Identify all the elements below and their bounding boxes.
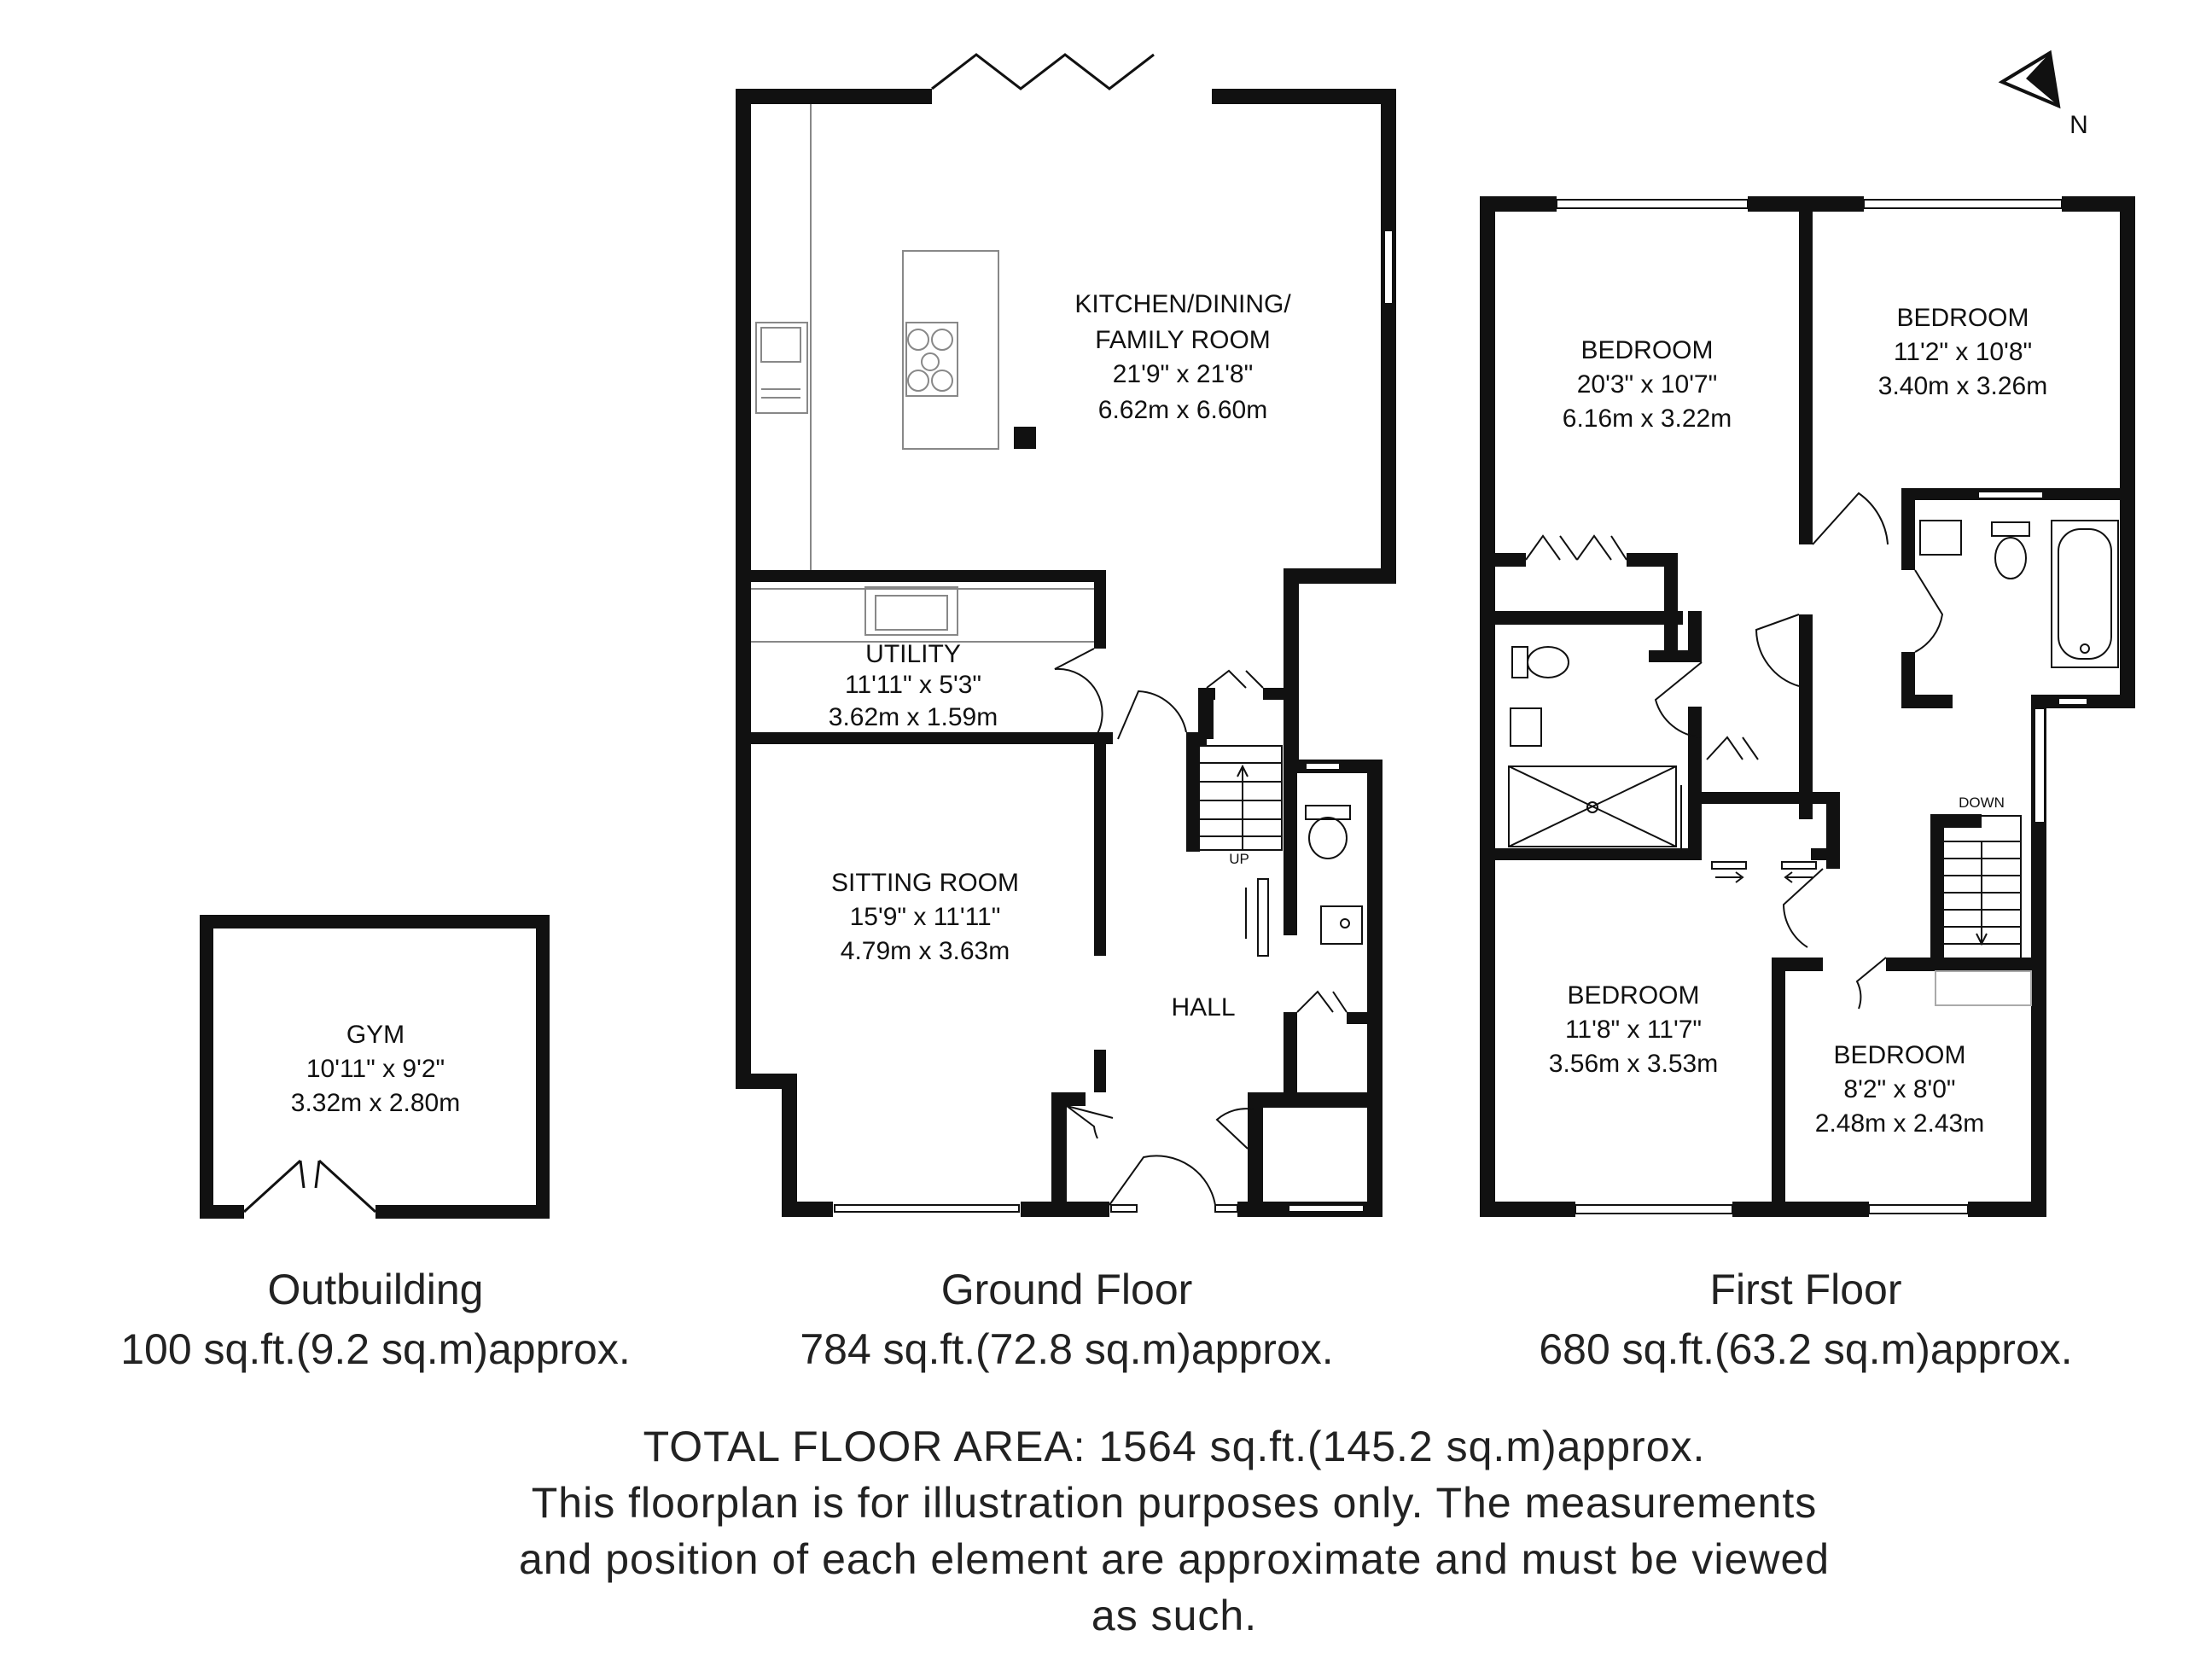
sitting-room-metric: 4.79m x 3.63m — [841, 937, 1010, 965]
bedroom1-name: BEDROOM — [1580, 336, 1713, 364]
bathroom-fixtures — [1919, 520, 2119, 668]
bedroom2-metric: 3.40m x 3.26m — [1878, 372, 2047, 400]
disclaimer-line-3: as such. — [1091, 1592, 1257, 1639]
sliding-doors — [1711, 861, 1817, 883]
ensuite-fixtures — [1508, 646, 1682, 848]
ground-floor-area: 784 sq.ft.(72.8 sq.m)approx. — [800, 1325, 1333, 1373]
bedroom1-imperial: 20'3" x 10'7" — [1577, 370, 1718, 399]
ground-doors — [1054, 648, 1348, 1206]
utility-name: UTILITY — [865, 640, 961, 668]
first-floor-area: 680 sq.ft.(63.2 sq.m)approx. — [1539, 1325, 2072, 1373]
hall-name: HALL — [1171, 993, 1235, 1022]
sitting-room-imperial: 15'9" x 11'11" — [850, 903, 1001, 931]
first-floor-doors — [1654, 492, 1944, 1010]
bedroom3-imperial: 11'8" x 11'7" — [1565, 1016, 1702, 1044]
wardrobe-doors — [1525, 534, 1759, 760]
kitchen-units — [751, 104, 1094, 643]
total-floor-area: TOTAL FLOOR AREA: 1564 sq.ft.(145.2 sq.m… — [643, 1423, 1706, 1470]
stairs-up-label: UP — [1229, 851, 1249, 867]
outbuilding-area: 100 sq.ft.(9.2 sq.m)approx. — [120, 1325, 631, 1373]
first-floor-title: First Floor — [1710, 1266, 1902, 1313]
gym-double-door — [242, 1159, 377, 1214]
stairs-down-label: DOWN — [1959, 795, 2005, 811]
ground-stairs — [1190, 745, 1283, 851]
kitchen-name: KITCHEN/DINING/ — [1074, 290, 1291, 318]
bedroom2-name: BEDROOM — [1896, 304, 2029, 332]
utility-imperial: 11'11" x 5'3" — [845, 671, 981, 699]
north-compass-icon — [1998, 49, 2061, 109]
outbuilding-title: Outbuilding — [268, 1266, 484, 1313]
bedroom4-metric: 2.48m x 2.43m — [1815, 1109, 1984, 1138]
bedroom1-metric: 6.16m x 3.22m — [1563, 405, 1732, 433]
first-floor-plan — [1480, 196, 2135, 1217]
first-stairs — [1935, 815, 2032, 1006]
bifold-doors — [931, 53, 1155, 90]
compass-north-label: N — [2069, 111, 2088, 139]
sitting-room-name: SITTING ROOM — [831, 869, 1019, 897]
kitchen-metric: 6.62m x 6.60m — [1098, 396, 1267, 424]
bedroom4-name: BEDROOM — [1833, 1041, 1965, 1069]
bedroom3-metric: 3.56m x 3.53m — [1549, 1050, 1718, 1078]
ground-floor-title: Ground Floor — [941, 1266, 1193, 1313]
gym-metric: 3.32m x 2.80m — [291, 1089, 460, 1117]
kitchen-imperial: 21'9" x 21'8" — [1113, 360, 1254, 388]
gym-imperial: 10'11" x 9'2" — [306, 1055, 445, 1083]
disclaimer-line-1: This floorplan is for illustration purpo… — [532, 1479, 1817, 1527]
bedroom2-imperial: 11'2" x 10'8" — [1894, 338, 2032, 366]
outbuilding-plan — [200, 915, 550, 1219]
ground-wc-fixtures — [1305, 805, 1363, 945]
utility-metric: 3.62m x 1.59m — [829, 703, 998, 731]
disclaimer-line-2: and position of each element are approxi… — [519, 1535, 1830, 1583]
bedroom4-imperial: 8'2" x 8'0" — [1843, 1075, 1955, 1103]
bedroom3-name: BEDROOM — [1567, 981, 1699, 1010]
kitchen-name-2: FAMILY ROOM — [1095, 326, 1271, 354]
ground-floor-plan — [736, 53, 1396, 1217]
gym-name: GYM — [346, 1021, 405, 1049]
